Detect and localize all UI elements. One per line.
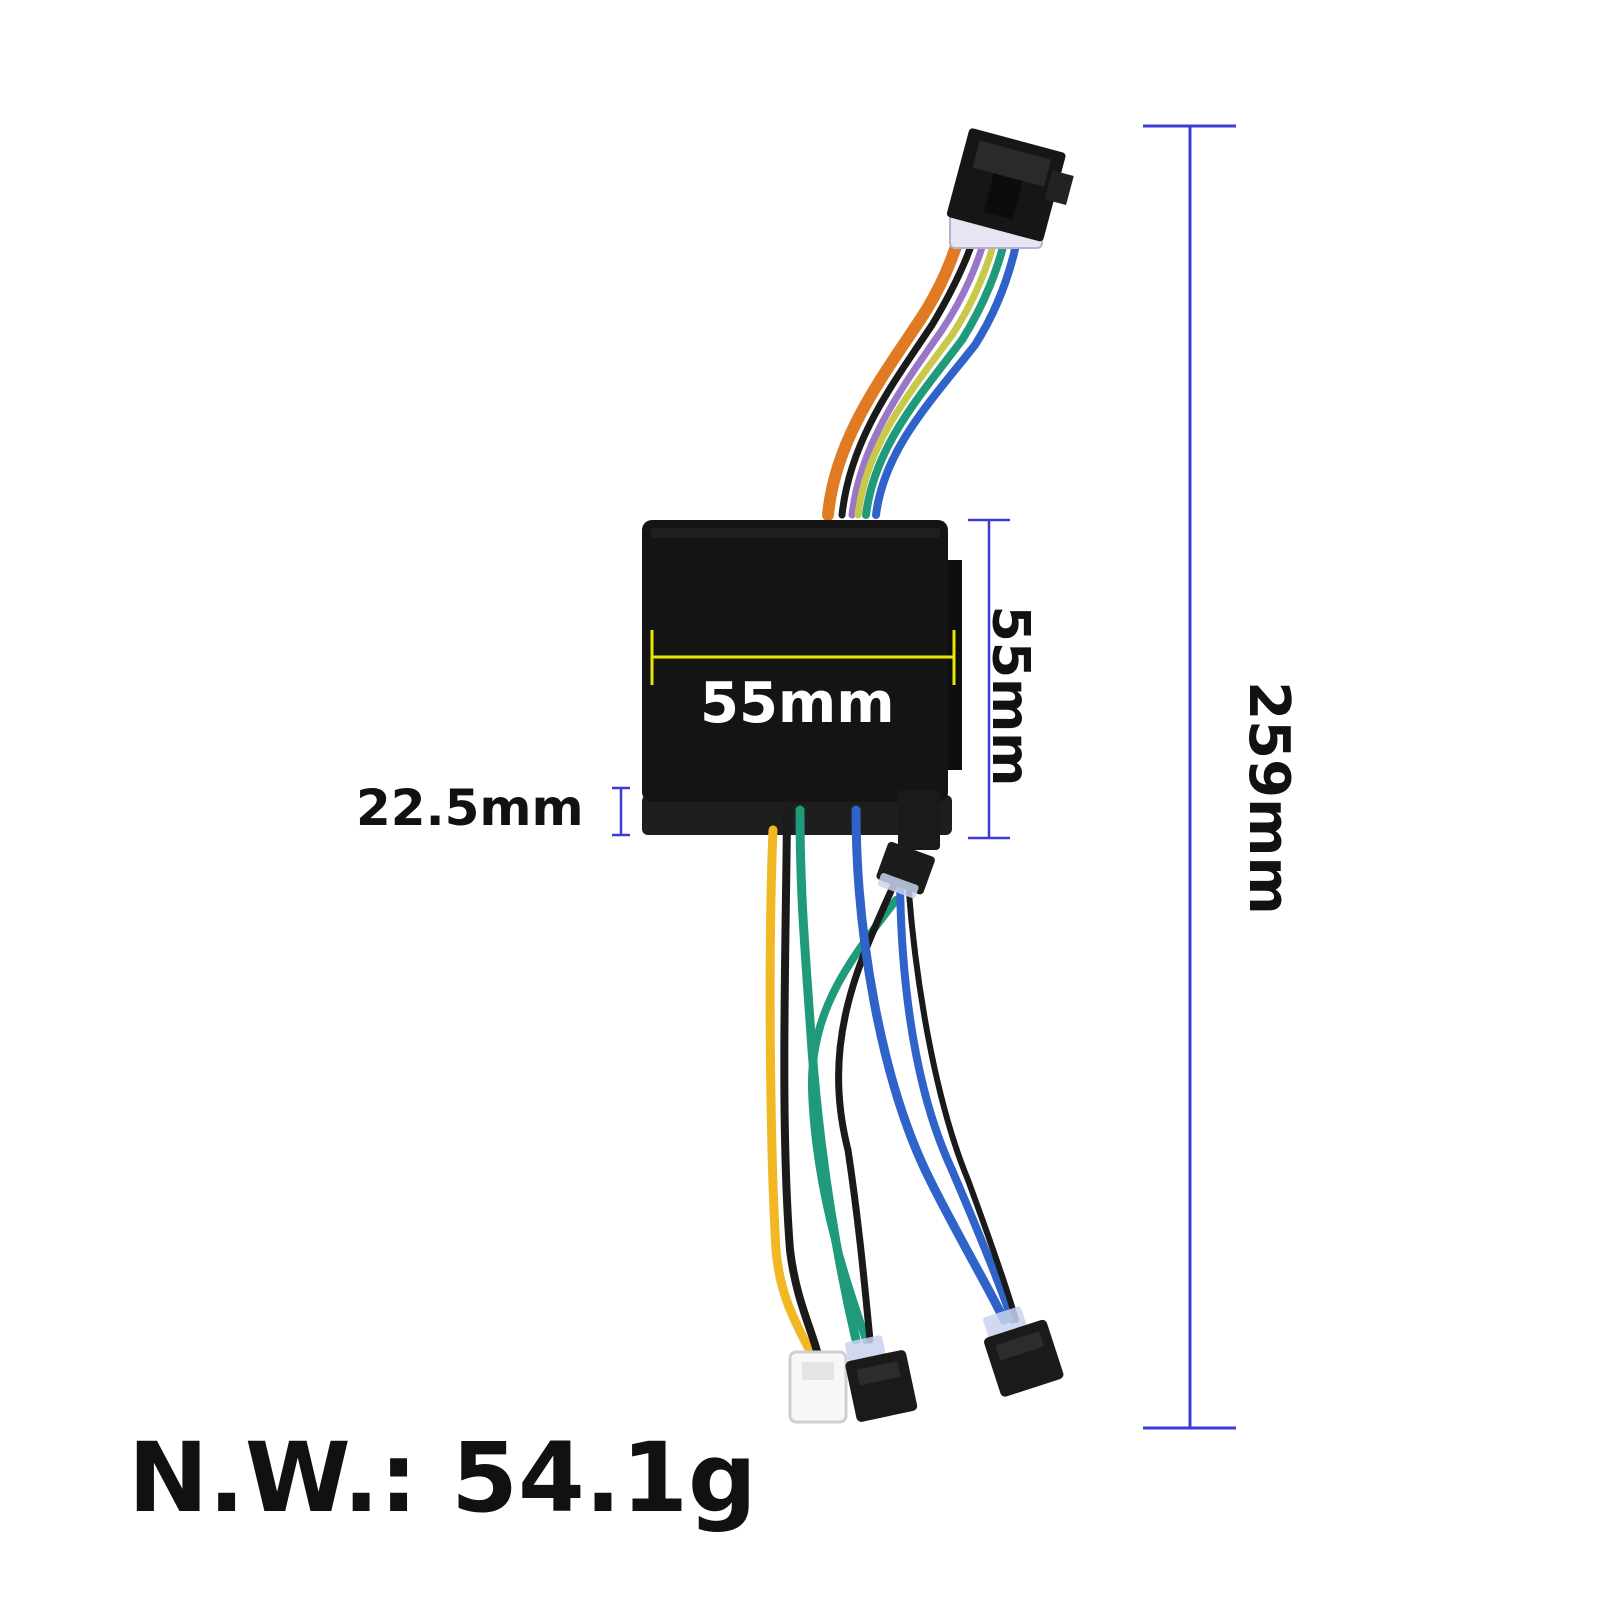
thickness-dimension-label: 22.5mm <box>356 779 584 837</box>
width-dimension-line <box>650 630 956 685</box>
thickness-dimension-line <box>612 786 630 837</box>
upper-wire-bundle <box>822 219 1024 521</box>
height-dimension-label: 55mm <box>980 605 1040 787</box>
lower-wire-bundle <box>765 805 1019 1360</box>
length-dimension-line <box>1143 124 1236 1430</box>
black-3pin-connector-icon <box>845 1335 918 1422</box>
black-3pin-connector-icon-2 <box>983 1306 1064 1397</box>
top-connector-icon <box>946 128 1074 249</box>
width-dimension-label: 55mm <box>700 671 895 736</box>
height-dimension-line <box>968 518 1010 840</box>
box-side-connector-icon <box>876 790 940 899</box>
white-2pin-connector-icon <box>788 1350 848 1424</box>
net-weight-label: N.W.: 54.1g <box>128 1422 757 1534</box>
total-length-dimension-label: 259mm <box>1236 681 1301 915</box>
